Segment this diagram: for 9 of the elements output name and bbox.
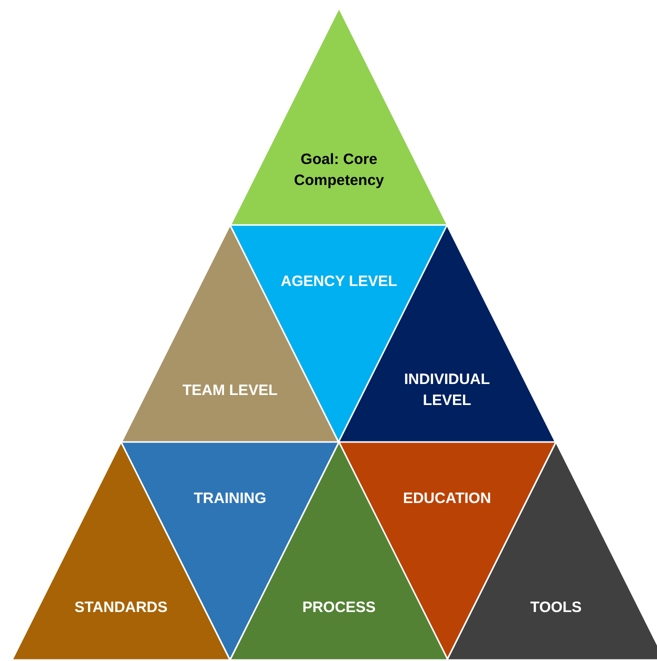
- pyramid-label: TRAINING: [192, 488, 268, 508]
- pyramid-label: Goal: Core Competency: [292, 150, 386, 191]
- pyramid-label: STANDARDS: [73, 598, 169, 618]
- pyramid-label: PROCESS: [301, 598, 377, 618]
- pyramid-label: TEAM LEVEL: [181, 380, 278, 400]
- pyramid-label: TOOLS: [529, 598, 583, 618]
- pyramid-label: AGENCY LEVEL: [280, 272, 398, 292]
- pyramid-label: INDIVIDUAL LEVEL: [403, 370, 491, 411]
- pyramid-label: EDUCATION: [402, 488, 492, 508]
